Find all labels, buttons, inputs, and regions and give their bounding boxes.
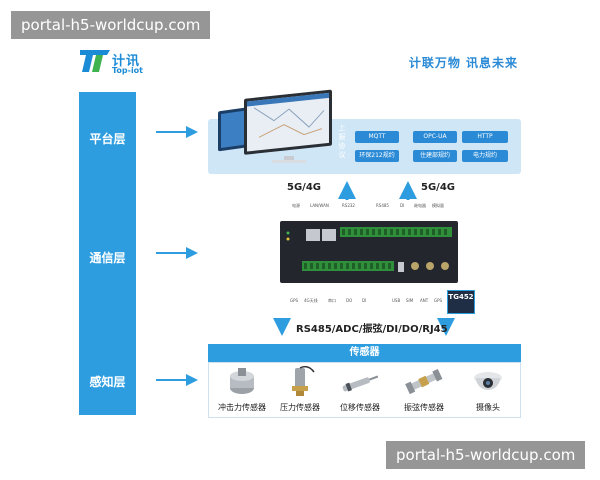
camera-icon: [474, 372, 502, 390]
pin-label-bottom: DO: [346, 298, 353, 303]
pin-label-bottom: GPS: [434, 298, 443, 303]
pin-label-bottom: USB: [392, 298, 401, 303]
pin-label-top: DI: [400, 203, 405, 208]
sensor-label-impact: 冲击力传感器: [218, 403, 266, 412]
pin-label-bottom: 串口: [328, 298, 336, 303]
device-front-panel: [286, 227, 452, 272]
pin-label-top: 电源: [292, 203, 300, 208]
protocol-mqtt: MQTT: [355, 131, 399, 143]
slogan: 计联万物 讯息未来: [408, 56, 518, 70]
pin-label-top: RS232: [342, 203, 355, 208]
layer-perception-label: 感知层: [89, 375, 126, 389]
bus-interfaces-label: RS485/ADC/振弦/DI/DO/RJ45: [296, 324, 448, 335]
brand-name-cn: 计讯: [112, 54, 141, 69]
protocol-opc-ua: OPC-UA: [413, 131, 457, 143]
sensor-label-displacement: 位移传感器: [340, 403, 380, 412]
sensor-panel-title: 传感器: [208, 344, 521, 362]
vibrating-wire-sensor-icon: [405, 368, 443, 395]
pin-label-bottom: DI: [362, 298, 367, 303]
monitor-illustration: [218, 89, 332, 163]
network-label-right: 5G/4G: [421, 182, 455, 193]
layer-column: 平台层 通信层 感知层: [79, 92, 136, 415]
device-brand: TG452: [448, 293, 474, 301]
sensor-panel: [208, 362, 521, 418]
sensor-label-camera: 摄像头: [476, 403, 500, 412]
protocol-http: HTTP: [462, 131, 508, 143]
pin-label-top: LAN/WAN: [310, 203, 329, 208]
layer-communication-label: 通信层: [89, 251, 126, 265]
brand-logo-icon: [80, 50, 110, 72]
displacement-sensor-icon: [342, 375, 379, 392]
report-protocol-label: 上报协议: [338, 124, 346, 159]
pin-label-bottom: 4G天线: [304, 298, 318, 303]
device-brand-tag: TG452: [447, 290, 475, 314]
pin-label-bottom: ANT: [420, 298, 429, 303]
sensor-label-pressure: 压力传感器: [280, 403, 320, 412]
pin-label-bottom: GPS: [290, 298, 299, 303]
pressure-sensor-icon: [292, 366, 315, 396]
network-label-left: 5G/4G: [287, 182, 321, 193]
sensor-label-vibrating-wire: 振弦传感器: [404, 403, 444, 412]
protocol-env212: 环保212规约: [355, 150, 399, 162]
brand-name-en: Top-iot: [112, 66, 143, 75]
watermark-top: portal-h5-worldcup.com: [11, 11, 211, 39]
watermark-bottom: portal-h5-worldcup.com: [386, 441, 586, 469]
protocol-construction: 住建部规约: [413, 150, 457, 162]
protocol-power: 电力规约: [462, 150, 508, 162]
pin-label-top: 模拟量: [432, 203, 444, 208]
pin-label-top: 继电器: [414, 203, 426, 208]
impact-sensor-icon: [230, 368, 254, 394]
gateway-device: [280, 221, 458, 283]
layer-platform-label: 平台层: [89, 132, 126, 146]
pin-label-bottom: SIM: [406, 298, 414, 303]
pin-label-top: RS485: [376, 203, 389, 208]
